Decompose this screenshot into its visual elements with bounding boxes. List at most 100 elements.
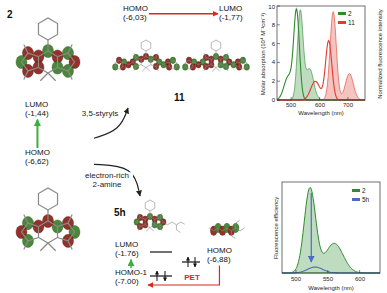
tick bbox=[327, 270, 328, 273]
energy-value: (-6,03) bbox=[123, 14, 148, 23]
molecule-bond bbox=[68, 214, 72, 223]
molecule-bond bbox=[229, 62, 238, 65]
molecule-bond bbox=[137, 218, 145, 227]
tick-label: 500 bbox=[291, 276, 301, 283]
axis-title: Normalized fluorescence intensity bbox=[377, 9, 384, 99]
tick-label: 4 bbox=[272, 59, 275, 66]
energy-value: (-6,88) bbox=[207, 256, 232, 265]
tick bbox=[347, 97, 348, 100]
orbital-name: HOMO bbox=[207, 247, 232, 256]
compound-panel: 2LUMO(-1,44) HOMO(-6,62) bbox=[2, 2, 94, 292]
legend-swatch bbox=[352, 189, 360, 192]
orbital-label: LUMO(-1,77) bbox=[218, 4, 244, 24]
molecule-bond bbox=[156, 53, 158, 57]
compound-number: 5h bbox=[114, 207, 126, 218]
orbital-label: LUMO(-1.76) bbox=[114, 240, 140, 260]
molecule-bond bbox=[146, 68, 150, 72]
molecule-bond bbox=[68, 241, 72, 250]
orbital-name: HOMO bbox=[25, 149, 50, 158]
legend-swatch bbox=[352, 198, 360, 201]
orbital-label: HOMO(-6,62) bbox=[24, 148, 51, 168]
molecule-bond bbox=[48, 243, 56, 251]
legend-entry: 2 bbox=[338, 10, 352, 17]
tick bbox=[319, 97, 320, 100]
molecule-bond bbox=[134, 66, 136, 70]
molecule-bond bbox=[204, 53, 206, 57]
tick-label: 600 bbox=[315, 102, 325, 109]
molecule-bond bbox=[203, 58, 211, 67]
molecule-bond bbox=[236, 220, 240, 228]
efficiency-chart bbox=[282, 182, 380, 273]
transition-arrow bbox=[149, 13, 218, 15]
molecule-bond bbox=[134, 53, 136, 57]
orbital-name: HOMO bbox=[123, 5, 148, 14]
orbital-label: HOMO(-6,03) bbox=[122, 4, 149, 24]
molecule-bond bbox=[38, 51, 57, 73]
tick-label: 0 bbox=[272, 97, 275, 104]
legend-swatch bbox=[338, 12, 346, 15]
molecule-bond bbox=[146, 51, 147, 57]
orbital-picture bbox=[16, 18, 80, 81]
orbital-label: LUMO(-1,44) bbox=[24, 100, 50, 120]
tick-label: 700 bbox=[343, 102, 353, 109]
tick bbox=[277, 6, 280, 7]
tick-label: 6 bbox=[272, 41, 275, 48]
molecule-bond bbox=[216, 68, 220, 72]
legend-entry: 2 bbox=[352, 187, 366, 194]
orbital-picture bbox=[209, 220, 244, 238]
orbital-picture bbox=[112, 40, 179, 71]
pet-arrow bbox=[148, 266, 219, 285]
axis-title: Wavelength (nm) bbox=[308, 285, 353, 292]
molecule-bond bbox=[40, 243, 48, 251]
molecule-bond bbox=[150, 211, 151, 217]
edge-label: electron-rich 2-amine bbox=[81, 172, 133, 190]
fluorescence-band bbox=[282, 187, 380, 273]
tick bbox=[277, 24, 280, 25]
molecule-bond bbox=[138, 226, 140, 230]
molecule-bond bbox=[155, 218, 163, 227]
molecule-bond bbox=[221, 58, 229, 67]
molecule-bond bbox=[204, 66, 206, 70]
molecule-bond bbox=[68, 44, 72, 53]
molecule-bond bbox=[40, 73, 48, 81]
tick bbox=[291, 97, 292, 100]
molecule-bond bbox=[163, 222, 176, 225]
legend-label: 2 bbox=[362, 187, 366, 194]
edge-label: PET bbox=[183, 274, 201, 283]
molecule-bond bbox=[145, 217, 155, 228]
absorption-curve bbox=[277, 41, 365, 100]
molecule-bond bbox=[159, 62, 168, 65]
molecule-bond bbox=[194, 62, 203, 65]
molecule-bond bbox=[212, 68, 216, 72]
molecule-bond bbox=[211, 57, 221, 68]
electron-arrow bbox=[188, 257, 189, 267]
tick bbox=[277, 62, 280, 63]
tick bbox=[277, 100, 280, 101]
molecule-bond bbox=[58, 223, 75, 241]
orbital-label: HOMO(-6,88) bbox=[206, 246, 233, 266]
axis-title: Wavelength (nm) bbox=[298, 110, 343, 117]
molecule-bond bbox=[169, 60, 177, 69]
tick-label: 10 bbox=[268, 4, 275, 11]
molecule-bond bbox=[138, 213, 140, 217]
molecule-bond bbox=[146, 228, 150, 232]
legend-label: 2 bbox=[348, 10, 352, 17]
molecule-bond bbox=[239, 60, 247, 69]
compound-number: 2 bbox=[7, 9, 13, 20]
legend-label: 11 bbox=[348, 19, 355, 26]
excitation-arrow bbox=[130, 260, 132, 268]
electron-arrow bbox=[195, 257, 196, 267]
molecule-bond bbox=[123, 62, 124, 64]
orbital-name: LUMO bbox=[219, 5, 243, 14]
molecule-bond bbox=[68, 71, 72, 80]
energy-level bbox=[150, 251, 172, 252]
tick-label: 500 bbox=[286, 102, 296, 109]
molecule-bond bbox=[133, 58, 141, 67]
molecule-bond bbox=[226, 66, 228, 70]
legend-label: 5h bbox=[362, 196, 369, 203]
legend-entry: 11 bbox=[338, 19, 355, 26]
molecule-bond bbox=[151, 58, 159, 67]
molecule-bond bbox=[160, 213, 162, 217]
